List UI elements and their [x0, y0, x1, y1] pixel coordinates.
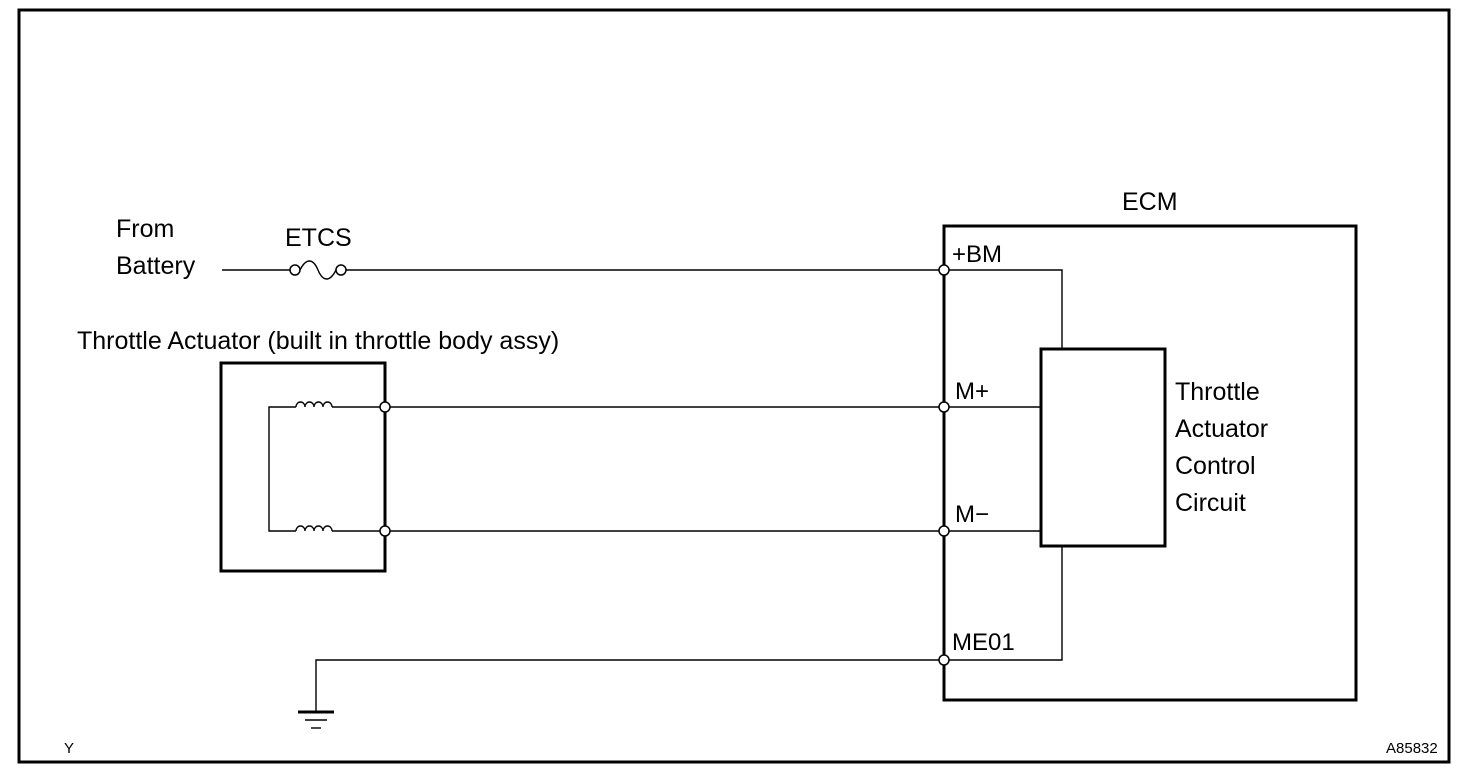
bm-internal-wire: [944, 269, 1063, 349]
ecm-terminal-bm: [938, 264, 950, 276]
motor-coil-upper-icon: [295, 401, 380, 408]
from-battery-line-1: From: [116, 215, 174, 243]
pin-label-me01: ME01: [952, 629, 1015, 656]
diagram-frame: [17, 8, 1451, 764]
me01-internal-wire: [944, 546, 1063, 661]
motor-coil-lower-icon: [295, 525, 380, 532]
throttle-actuator-title: Throttle Actuator (built in throttle bod…: [77, 327, 559, 355]
ecm-box: [942, 224, 1358, 702]
pin-label-m-minus: M−: [955, 501, 989, 528]
actuator-terminal-m-plus: [379, 401, 391, 413]
control-circuit-box: [1039, 347, 1167, 548]
ecm-label: ECM: [1122, 188, 1178, 216]
control-circuit-line-1: Throttle: [1175, 378, 1260, 406]
control-circuit-line-3: Control: [1175, 452, 1256, 480]
corner-label-right: A85832: [1386, 740, 1438, 757]
actuator-internal-loop: [268, 406, 296, 532]
ground-icon: [298, 710, 334, 729]
fuse-icon: [299, 260, 337, 280]
fuse-label: ETCS: [285, 224, 352, 252]
pin-label-m-plus: M+: [955, 378, 989, 405]
throttle-actuator-box: [219, 361, 387, 573]
fuse-terminal-left: [289, 264, 301, 276]
fuse-terminal-right: [335, 264, 347, 276]
ecm-terminal-m-plus: [938, 401, 950, 413]
from-battery-label: From Battery: [116, 215, 196, 280]
from-battery-line-2: Battery: [116, 252, 196, 280]
ecm-terminal-me01: [938, 654, 950, 666]
control-circuit-line-4: Circuit: [1175, 489, 1246, 517]
corner-label-left: Y: [64, 740, 74, 757]
ecm-terminal-m-minus: [938, 525, 950, 537]
control-circuit-label: Throttle Actuator Control Circuit: [1175, 378, 1275, 517]
actuator-terminal-m-minus: [379, 525, 391, 537]
pin-label-bm: +BM: [952, 241, 1002, 268]
ground-wire: [315, 659, 939, 712]
control-circuit-line-2: Actuator: [1175, 415, 1268, 443]
